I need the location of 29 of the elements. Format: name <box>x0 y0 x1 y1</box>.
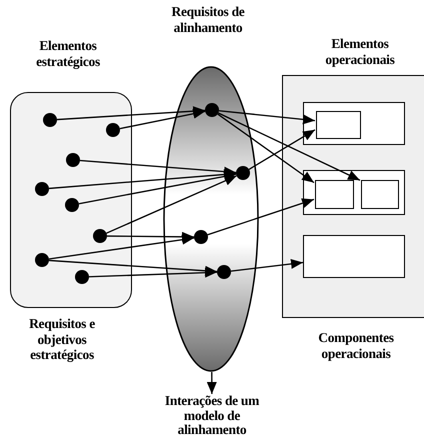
arrow <box>80 160 236 177</box>
arrow <box>120 108 206 130</box>
heading-label: Elementos operacionais <box>324 36 396 68</box>
arrow <box>207 198 314 236</box>
arrow <box>56 106 206 120</box>
inner-box <box>303 170 405 215</box>
caption-label: Requisitos e objetivos estratégicos <box>28 316 96 363</box>
arrow <box>106 175 237 234</box>
caption-label: Interações de um modelo de alinhamento <box>160 394 264 440</box>
arrow <box>48 170 236 190</box>
arrow <box>218 112 360 181</box>
arrow <box>48 260 218 276</box>
heading-label: Requisitos de alinhamento <box>170 4 246 36</box>
arrow <box>218 110 316 124</box>
caption-label: Componentes operacionais <box>317 330 395 362</box>
heading-label: Elementos estratégicos <box>35 38 101 70</box>
inner-box <box>315 180 354 209</box>
arrow <box>248 129 316 170</box>
arrow <box>206 372 217 394</box>
inner-box <box>303 235 405 278</box>
arrow <box>88 268 218 278</box>
arrow <box>230 258 304 272</box>
arrow <box>48 234 194 260</box>
arrow <box>217 114 314 184</box>
arrow <box>78 172 236 204</box>
inner-box <box>303 102 405 145</box>
arrow <box>107 232 194 242</box>
inner-box <box>316 111 361 139</box>
inner-box <box>361 180 399 209</box>
